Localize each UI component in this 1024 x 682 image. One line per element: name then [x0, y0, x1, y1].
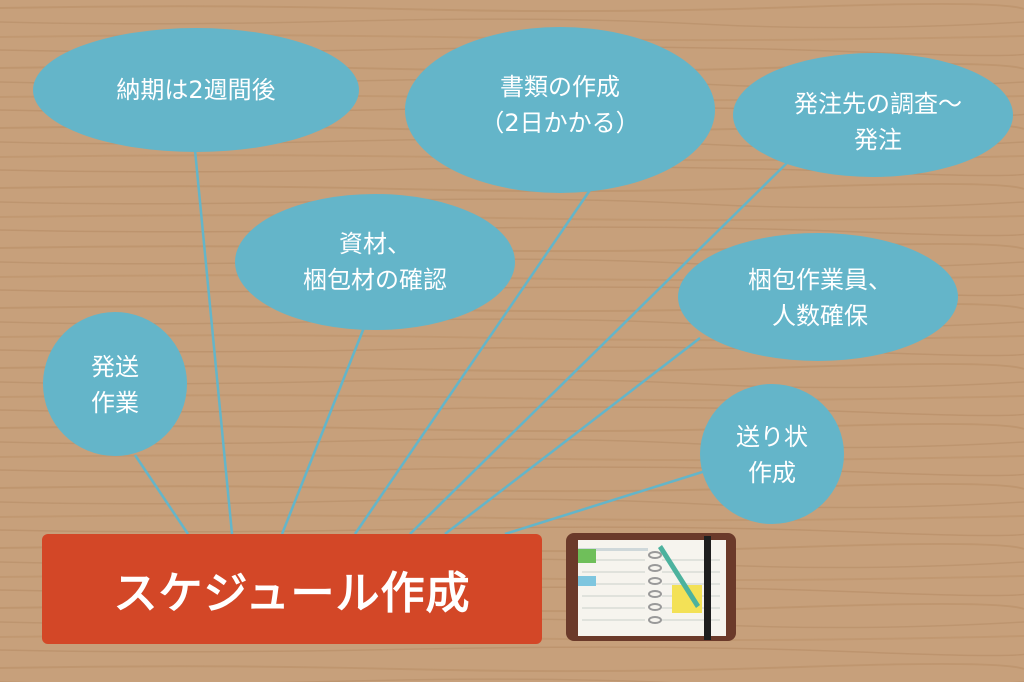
main-box: [42, 534, 542, 644]
connector-delivery: [193, 149, 234, 535]
bubble-shipping: [43, 312, 187, 456]
bubble-materials: [235, 194, 515, 330]
connector-supplier: [409, 159, 791, 535]
bubble-delivery: [33, 28, 359, 152]
bubble-documents: [405, 27, 715, 193]
bubble-label-materials: 資材、 梱包材の確認: [303, 230, 447, 294]
connectors: [133, 149, 791, 536]
bubble-label-invoice: 送り状 作成: [736, 423, 808, 487]
bubble-supplier: [733, 53, 1013, 177]
connector-documents: [353, 189, 592, 535]
bubble-label-supplier: 発注先の調査〜 発注: [794, 90, 962, 154]
bubble-staff: [678, 233, 958, 361]
main-title: スケジュール作成: [113, 568, 471, 619]
planner-notebook-icon: [566, 533, 736, 641]
bubbles: [33, 27, 1013, 524]
bubble-label-documents: 書類の作成 （2日かかる）: [480, 73, 640, 137]
bubble-invoice: [700, 384, 844, 524]
bubble-label-delivery: 納期は2週間後: [116, 76, 276, 104]
connector-materials: [280, 324, 367, 535]
bubble-label-shipping: 発送 作業: [91, 353, 139, 417]
connector-shipping: [133, 454, 190, 535]
connector-staff: [444, 337, 701, 535]
connector-invoice: [504, 466, 716, 536]
bubble-label-staff: 梱包作業員、 人数確保: [748, 266, 892, 330]
